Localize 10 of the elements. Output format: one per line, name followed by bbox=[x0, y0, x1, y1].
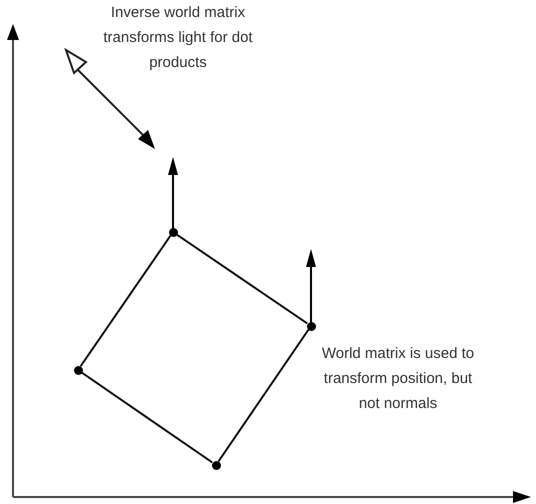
square-edge bbox=[218, 329, 310, 462]
annotation-text: Inverse world matrix transforms light for dot products bbox=[103, 3, 253, 73]
annotation-text: World matrix is used to transform position, but not normals bbox=[320, 344, 476, 414]
vertex-dot bbox=[306, 322, 316, 330]
square-edge bbox=[81, 372, 213, 464]
vertex-dot bbox=[168, 228, 178, 236]
vertex-dot bbox=[74, 366, 82, 374]
vertex-dot bbox=[212, 460, 220, 470]
square-edge bbox=[176, 234, 308, 324]
square-edge bbox=[80, 235, 172, 367]
